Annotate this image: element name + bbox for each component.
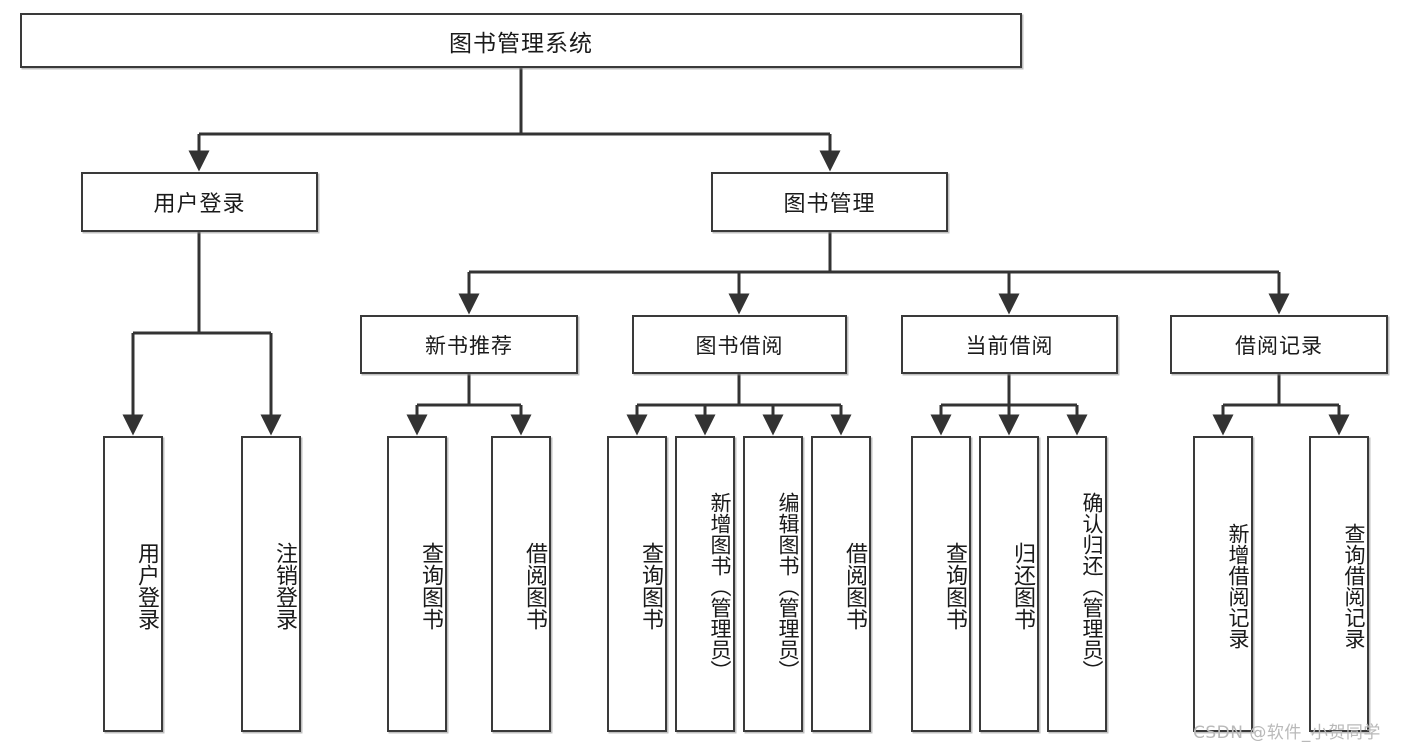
leaf-user-login-login[interactable]: 用户登录 [103, 436, 163, 732]
leaf-book-borrow-add-book-label: 新增图书（管理员） [708, 491, 732, 681]
leaf-borrow-record-query-record[interactable]: 查询借阅记录 [1309, 436, 1369, 732]
node-borrow-record[interactable]: 借阅记录 [1170, 315, 1388, 374]
leaf-current-borrow-query-book-label: 查询图书 [942, 542, 967, 630]
node-book-manage-label: 图书管理 [783, 192, 876, 217]
leaf-book-borrow-edit-book[interactable]: 编辑图书（管理员） [743, 436, 803, 732]
node-new-book-recommend[interactable]: 新书推荐 [360, 315, 578, 374]
node-book-borrow-label: 图书借阅 [695, 333, 784, 358]
node-root-system-label: 图书管理系统 [449, 30, 593, 57]
node-root-system[interactable]: 图书管理系统 [20, 13, 1022, 68]
leaf-book-borrow-edit-book-label: 编辑图书（管理员） [776, 491, 800, 681]
leaf-book-borrow-borrow-book-label: 借阅图书 [842, 542, 867, 630]
watermark-csdn: CSDN @软件_小贺同学 [1193, 723, 1381, 743]
leaf-borrow-record-query-record-label: 查询借阅记录 [1342, 523, 1366, 649]
leaf-current-borrow-confirm-return-label: 确认归还（管理员） [1080, 491, 1104, 681]
leaf-current-borrow-return-book-label: 归还图书 [1010, 542, 1035, 630]
leaf-borrow-record-add-record-label: 新增借阅记录 [1226, 523, 1250, 649]
leaf-current-borrow-confirm-return[interactable]: 确认归还（管理员） [1047, 436, 1107, 732]
leaf-book-borrow-borrow-book[interactable]: 借阅图书 [811, 436, 871, 732]
leaf-current-borrow-return-book[interactable]: 归还图书 [979, 436, 1039, 732]
leaf-borrow-record-add-record[interactable]: 新增借阅记录 [1193, 436, 1253, 732]
node-current-borrow-label: 当前借阅 [965, 333, 1054, 358]
leaf-user-login-logout[interactable]: 注销登录 [241, 436, 301, 732]
leaf-new-book-query-book[interactable]: 查询图书 [387, 436, 447, 732]
node-book-borrow[interactable]: 图书借阅 [632, 315, 847, 374]
leaf-new-book-borrow-book[interactable]: 借阅图书 [491, 436, 551, 732]
node-user-login-label: 用户登录 [153, 192, 246, 217]
leaf-new-book-query-book-label: 查询图书 [418, 542, 443, 630]
leaf-book-borrow-add-book[interactable]: 新增图书（管理员） [675, 436, 735, 732]
node-current-borrow[interactable]: 当前借阅 [901, 315, 1118, 374]
node-borrow-record-label: 借阅记录 [1235, 333, 1323, 358]
leaf-user-login-login-label: 用户登录 [134, 542, 159, 630]
node-user-login[interactable]: 用户登录 [81, 172, 318, 232]
leaf-new-book-borrow-book-label: 借阅图书 [522, 542, 547, 630]
leaf-user-login-logout-label: 注销登录 [272, 542, 297, 630]
leaf-current-borrow-query-book[interactable]: 查询图书 [911, 436, 971, 732]
node-new-book-recommend-label: 新书推荐 [425, 333, 513, 358]
leaf-book-borrow-query-book[interactable]: 查询图书 [607, 436, 667, 732]
leaf-book-borrow-query-book-label: 查询图书 [638, 542, 663, 630]
node-book-manage[interactable]: 图书管理 [711, 172, 948, 232]
